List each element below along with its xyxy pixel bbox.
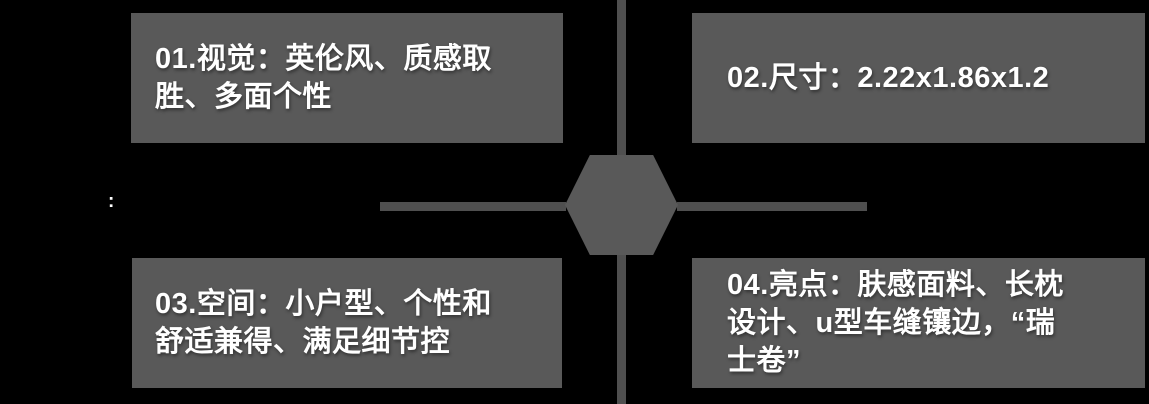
info-box-03-space: 03.空间：小户型、个性和 舒适兼得、满足细节控 bbox=[132, 258, 562, 388]
info-box-01-text: 01.视觉：英伦风、质感取 胜、多面个性 bbox=[155, 43, 492, 113]
info-box-04-highlights: 04.亮点：肤感面料、长枕 设计、u型车缝镶边，“瑞 士卷” bbox=[692, 258, 1145, 388]
connector-line-right bbox=[677, 202, 867, 211]
stray-colon-label: : bbox=[108, 191, 115, 212]
info-box-02-size: 02.尺寸：2.22x1.86x1.2 bbox=[692, 13, 1145, 143]
connector-line-left bbox=[380, 202, 566, 211]
info-box-02-text: 02.尺寸：2.22x1.86x1.2 bbox=[727, 62, 1050, 94]
center-hexagon bbox=[565, 155, 678, 255]
info-box-04-text: 04.亮点：肤感面料、长枕 设计、u型车缝镶边，“瑞 士卷” bbox=[727, 269, 1064, 377]
info-box-01-visual: 01.视觉：英伦风、质感取 胜、多面个性 bbox=[131, 13, 563, 143]
info-box-03-text: 03.空间：小户型、个性和 舒适兼得、满足细节控 bbox=[155, 288, 492, 358]
